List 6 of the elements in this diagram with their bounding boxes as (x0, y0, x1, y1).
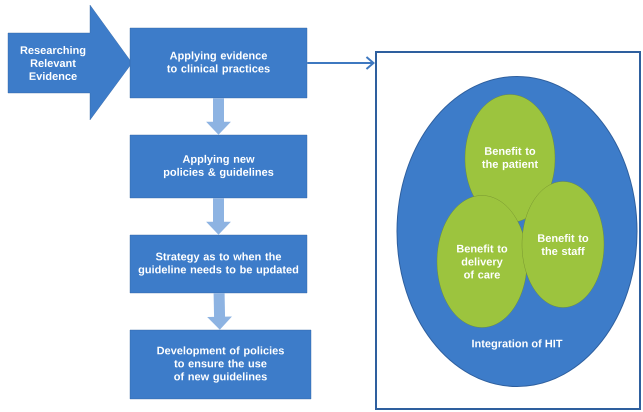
process-box: Development of policies to ensure the use of new guidelines (130, 330, 312, 400)
frame-box (375, 51, 641, 410)
process-box: Applying evidence to clinical practices (130, 28, 308, 98)
arrow (307, 56, 375, 70)
process-box: Strategy as to when the guideline needs to be updated (130, 234, 308, 294)
process-box: Applying new policies & guidelines (130, 134, 308, 198)
